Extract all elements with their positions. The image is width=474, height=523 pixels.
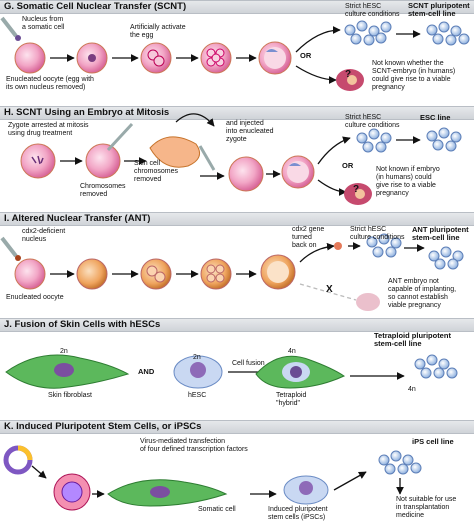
stem-cell-line: [426, 21, 470, 46]
zygote: [20, 143, 56, 179]
label-nucleus-from-somatic: Nucleus from a somatic cell: [22, 16, 65, 31]
stem-cell-cluster: [356, 128, 392, 153]
label-not-known: Not known if embryo (in humans) could gi…: [376, 166, 440, 197]
panel-j-illustration: [5, 354, 458, 389]
label-not-suitable: Not suitable for use in transplantation …: [396, 496, 457, 519]
stem-cell-line: [428, 246, 464, 270]
label-2n-fibroblast: 2n: [60, 348, 68, 355]
panel-j-title: J. Fusion of Skin Cells with hESCs: [4, 319, 161, 330]
dashed-arrow: [299, 283, 357, 301]
enucleated-zygote: [85, 143, 121, 179]
panel-g-header: G. Somatic Cell Nuclear Transfer (SCNT): [0, 0, 474, 14]
stem-cell-line: [414, 354, 458, 379]
arrow: [295, 65, 337, 84]
panel-i-title: I. Altered Nuclear Transfer (ANT): [4, 213, 151, 224]
arrow: [333, 471, 367, 491]
panel-j-header: J. Fusion of Skin Cells with hESCs: [0, 318, 474, 332]
label-chromosomes-removed: Chromosomes removed: [80, 183, 126, 198]
panel-i-ant: I. Altered Nuclear Transfer (ANT) cdx2-d…: [0, 212, 474, 316]
panel-h-illustration: [20, 113, 462, 205]
label-skin-cell-removed: Skin cell chromosomes removed: [134, 160, 178, 183]
stem-cell-line: [426, 127, 462, 152]
panel-h-title: H. SCNT Using an Embryo at Mitosis: [4, 107, 170, 118]
label-strict-hesc: Strict hESC culture conditions: [345, 3, 400, 18]
label-4n-hybrid: 4n: [288, 348, 296, 355]
label-result-line: ESC line: [420, 113, 451, 122]
label-cdx2-deficient: cdx2-deficient nucleus: [22, 228, 66, 243]
label-injected: and injected into enucleated zygote: [226, 120, 274, 143]
enucleated-oocyte: [14, 258, 46, 290]
label-or: OR: [342, 161, 354, 170]
label-or: OR: [300, 51, 312, 60]
label-skin-fibroblast: Skin fibroblast: [48, 392, 92, 399]
arrow: [299, 242, 335, 263]
label-virus-mediated: Virus-mediated transfection of four defi…: [140, 438, 248, 453]
panel-h-header: H. SCNT Using an Embryo at Mitosis: [0, 106, 474, 120]
label-question: ?: [345, 69, 352, 80]
label-somatic-cell: Somatic cell: [198, 506, 236, 513]
panel-k-ipsc: K. Induced Pluripotent Stem Cells, or iP…: [0, 420, 474, 523]
panel-h-scnt-mitosis: H. SCNT Using an Embryo at Mitosis Zygot…: [0, 106, 474, 210]
arrow: [31, 465, 47, 479]
label-cell-fusion: Cell fusion: [232, 360, 265, 367]
reconstructed-zygote: [228, 156, 264, 192]
panel-j-fusion: J. Fusion of Skin Cells with hESCs Tetra…: [0, 318, 474, 418]
panel-g-title: G. Somatic Cell Nuclear Transfer (SCNT): [4, 1, 187, 12]
label-cdx2-turned: cdx2 gene turned back on: [292, 226, 325, 249]
pipette-icon: [198, 145, 216, 171]
panel-i-header: I. Altered Nuclear Transfer (ANT): [0, 212, 474, 226]
arrow: [317, 136, 351, 165]
panel-g-scnt: G. Somatic Cell Nuclear Transfer (SCNT): [0, 0, 474, 104]
label-activate-egg: Artificially activate the egg: [130, 24, 186, 39]
label-not-known: Not known whether the SCNT-embryo (in hu…: [372, 60, 456, 91]
label-result-line: Tetraploid pluripotent stem-cell line: [374, 331, 451, 348]
label-enucleated-oocyte: Enucleated oocyte (egg with its own nucl…: [6, 76, 94, 91]
inner-cell-mass: [334, 242, 342, 250]
stem-cell-line: [378, 450, 422, 475]
label-question: ?: [353, 184, 360, 195]
skin-cell: [149, 136, 201, 168]
panel-k-illustration: [3, 445, 422, 511]
label-2n-hesc: 2n: [193, 354, 201, 361]
label-result-line: SCNT pluripotent stem-cell line: [408, 1, 470, 18]
panel-k-title: K. Induced Pluripotent Stem Cells, or iP…: [4, 421, 202, 432]
panel-i-illustration: [0, 233, 464, 311]
pipette-icon: [0, 236, 18, 258]
arrow: [317, 179, 347, 196]
pipette-icon: [106, 122, 134, 152]
label-and: AND: [138, 367, 155, 376]
label-hesc: hESC: [188, 392, 207, 399]
reconstructed-oocyte: [76, 258, 108, 290]
stem-cell-cluster: [344, 20, 392, 46]
label-x-mark: X: [326, 284, 333, 295]
enucleated-oocyte: [14, 42, 46, 74]
pipette-icon: [0, 16, 21, 41]
label-result-line: ANT pluripotent stem-cell line: [412, 225, 469, 242]
panel-k-header: K. Induced Pluripotent Stem Cells, or iP…: [0, 420, 474, 434]
label-induced: Induced pluripotent stem cells (iPSCs): [268, 506, 328, 521]
stem-cell-cluster: [366, 233, 402, 258]
arrow: [295, 26, 341, 53]
morula: [200, 258, 232, 290]
label-enucleated-oocyte: Enucleated oocyte: [6, 294, 64, 301]
label-4n-line: 4n: [408, 386, 416, 393]
label-ant-not-capable: ANT embryo not capable of implanting, so…: [388, 278, 457, 309]
label-result-line: iPS cell line: [412, 437, 454, 446]
label-strict-hesc: Strict hESC culture conditions: [345, 114, 400, 129]
panel-g-illustration: [0, 16, 470, 91]
uterus-icon: [336, 69, 364, 91]
uterus-icon: [344, 183, 372, 205]
arrow: [175, 113, 215, 127]
uterus-icon: [356, 293, 380, 311]
label-tetraploid-hybrid: Tetraploid "hybrid": [276, 392, 307, 407]
label-strict-hesc: Strict hESC culture conditions: [350, 226, 405, 241]
label-zygote-arrested: Zygote arrested at mitosis using drug tr…: [8, 122, 89, 137]
